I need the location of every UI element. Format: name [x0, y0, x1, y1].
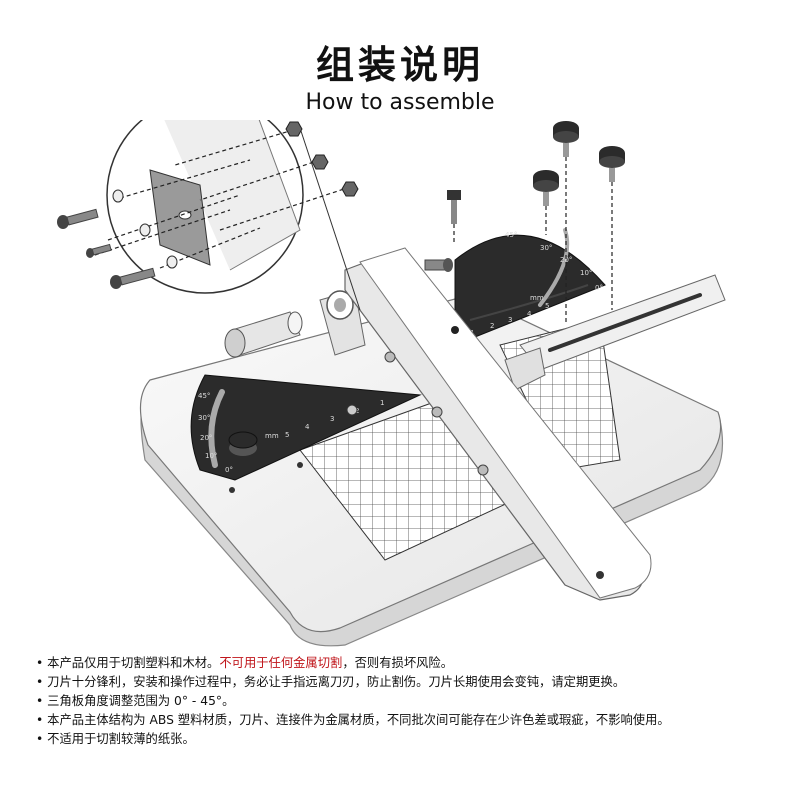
note-item: • 不适用于切割较薄的纸张。 [36, 732, 195, 746]
left-thumb-screw-icon [228, 431, 258, 456]
right-angle-label-30: 30° [540, 244, 552, 252]
note-item: • 三角板角度调整范围为 0° - 45°。 [36, 694, 235, 708]
page-title: 组装说明 [315, 43, 484, 87]
note-text: 三角板角度调整范围为 0° - 45°。 [47, 694, 235, 708]
washer-icon [112, 189, 178, 269]
slide-rail [504, 274, 726, 391]
screw-icon [424, 258, 453, 272]
thumb-screw-icon [553, 121, 579, 157]
note-text: ，否则有损坏风险。 [342, 656, 454, 670]
right-angle-label-45: 45° [505, 231, 517, 239]
right-ruler-number-4: 4 [527, 310, 532, 318]
right-ruler-number-2: 2 [490, 322, 494, 330]
mounting-hole [229, 487, 235, 493]
cutting-arm [344, 247, 652, 601]
left-ruler-number-4: 4 [305, 423, 310, 431]
left-ruler-number-5: 5 [285, 431, 289, 439]
left-ruler-number-1: 1 [380, 399, 384, 407]
mounting-hole [297, 462, 303, 468]
right-angle-label-0: 0° [595, 284, 603, 292]
note-item: • 本产品主体结构为 ABS 塑料材质，刀片、连接件为金属材质，不同批次间可能存… [36, 713, 670, 727]
note-text: 本产品仅用于切割塑料和木材。 [47, 656, 220, 670]
bolt-icon [447, 190, 461, 224]
detail-callout [106, 120, 361, 311]
pivot-pin [224, 311, 303, 358]
usage-notes: • 本产品仅用于切割塑料和木材。不可用于任何金属切割，否则有损坏风险。 • 刀片… [36, 654, 776, 749]
right-ruler-number-3: 3 [508, 316, 512, 324]
right-ruler-number-5: 5 [545, 302, 549, 310]
right-angle-label-20: 20° [560, 256, 572, 264]
note-item: • 本产品仅用于切割塑料和木材。不可用于任何金属切割，否则有损坏风险。 [36, 656, 454, 670]
note-text: 刀片十分锋利，安装和操作过程中，务必让手指远离刀刃，防止割伤。刀片长期使用会变钝… [47, 675, 626, 689]
note-item: • 刀片十分锋利，安装和操作过程中，务必让手指远离刀刃，防止割伤。刀片长期使用会… [36, 675, 626, 689]
hex-nut-icon [285, 121, 359, 197]
pivot-block [319, 289, 366, 356]
left-angle-label-10: 10° [205, 452, 217, 460]
hex-bolt-icon [57, 208, 156, 289]
note-text: 不适用于切割较薄的纸张。 [47, 732, 195, 746]
assembly-illustration: 45° 30° 20° 10° 0° mm 1 2 3 4 5 45° 30° … [57, 120, 726, 647]
left-ruler-unit: mm [265, 432, 279, 440]
thumb-screw-icon [599, 146, 625, 182]
right-ruler-unit: mm [530, 294, 544, 302]
assembly-guide-lines [453, 157, 613, 325]
left-angle-label-0: 0° [225, 466, 233, 474]
page-subtitle: How to assemble [305, 90, 495, 115]
left-ruler-number-3: 3 [330, 415, 334, 423]
left-angle-label-20: 20° [200, 434, 212, 442]
note-warning-text: 不可用于任何金属切割 [219, 656, 343, 670]
left-angle-label-45: 45° [198, 392, 210, 400]
left-angle-label-30: 30° [198, 414, 210, 422]
right-angle-label-10: 10° [580, 269, 592, 277]
blade-fasteners [384, 351, 489, 476]
note-text: 本产品主体结构为 ABS 塑料材质，刀片、连接件为金属材质，不同批次间可能存在少… [47, 713, 670, 727]
thumb-screw-icon [533, 170, 559, 206]
